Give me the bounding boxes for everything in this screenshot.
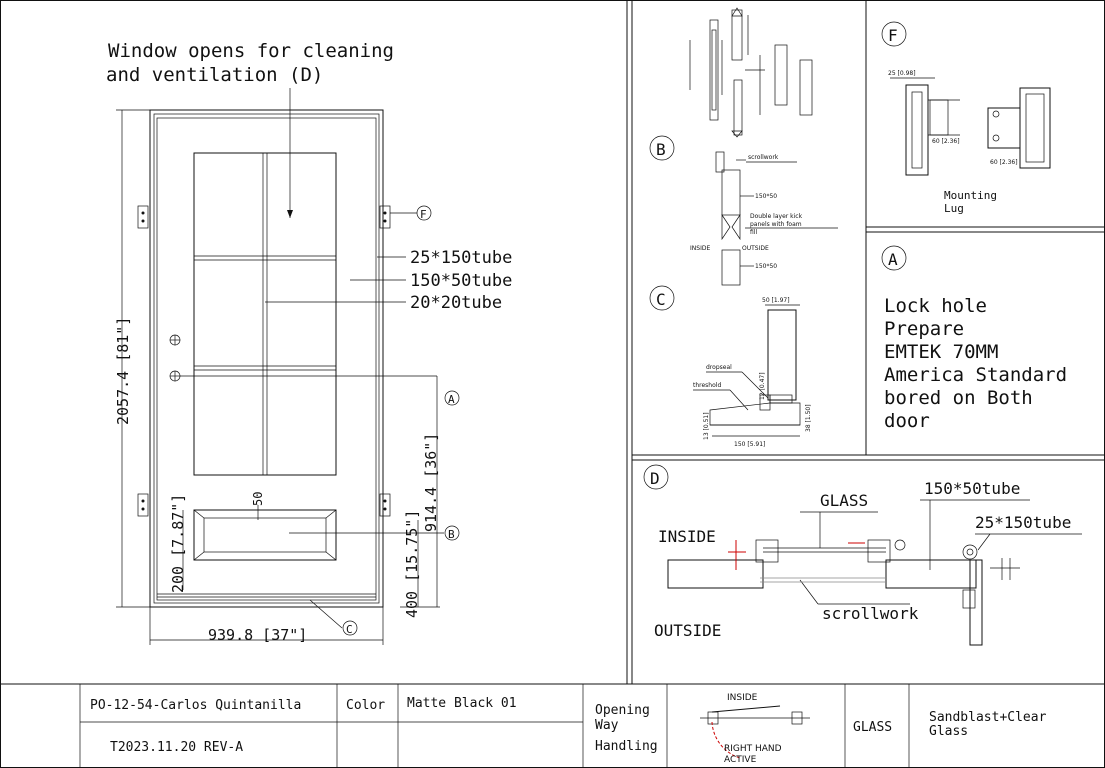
tag-f: F [420, 208, 427, 221]
detail-a-line-4: America Standard [884, 364, 1067, 386]
color-label: Color [346, 698, 385, 713]
detail-f-tag: F [888, 26, 898, 45]
dim-height: 2057.4 [81"] [114, 317, 132, 425]
tag-a: A [448, 393, 455, 406]
handing-right-hand: RIGHT HAND [724, 744, 782, 754]
detail-c-dim-150: 150 [5.91] [734, 441, 765, 448]
detail-b-scrollwork: scrollwork [748, 154, 779, 161]
detail-f-dim-25: 25 [0.98] [888, 70, 916, 77]
detail-b-tube: 150*50 [755, 193, 777, 200]
detail-f-dim-60b: 60 [2.36] [990, 159, 1018, 166]
dim-width: 939.8 [37"] [208, 626, 307, 644]
detail-a-line-2: Prepare [884, 318, 964, 340]
detail-b-inside: INSIDE [690, 245, 710, 252]
dim-panel-position: 400 [15.75"] [403, 510, 421, 618]
detail-b-kick-1: Double layer kick [750, 213, 803, 220]
detail-c-dim-13: 13 [0.51] [703, 412, 710, 440]
detail-b-tag: B [656, 140, 666, 159]
detail-d-scrollwork: scrollwork [822, 604, 919, 623]
detail-b-kick-3: fill [750, 229, 757, 236]
detail-d-tag: D [650, 469, 660, 488]
color-value: Matte Black 01 [407, 696, 517, 711]
window-callout-line2: and ventilation (D) [106, 64, 323, 86]
title-block: PO-12-54-Carlos Quintanilla T2023.11.20 … [79, 684, 1047, 768]
detail-d-outside: OUTSIDE [654, 621, 721, 640]
dim-50: 50 [251, 492, 265, 506]
tag-c: C [346, 623, 353, 636]
detail-d-inside: INSIDE [658, 527, 716, 546]
detail-d-tube-150x50: 150*50tube [924, 479, 1020, 498]
door-elevation: Window opens for cleaning and ventilatio… [106, 40, 512, 645]
detail-c-tag: C [656, 290, 666, 309]
window-callout-line1: Window opens for cleaning [108, 40, 394, 62]
detail-d-tube-25x150: 25*150tube [975, 513, 1071, 532]
revision: T2023.11.20 REV-A [110, 740, 243, 755]
detail-b: B scrollwork 150*50 Double layer kick pa… [649, 7, 838, 286]
dim-lock-height: 914.4 [36"] [422, 433, 440, 532]
handing-inside: INSIDE [727, 693, 758, 703]
tube-25x150: 25*150tube [410, 248, 512, 268]
detail-f-label-1: Mounting [944, 189, 997, 202]
detail-a: A Lock hole Prepare EMTEK 70MM America S… [881, 245, 1067, 432]
handing-active: ACTIVE [724, 755, 757, 765]
detail-c-dim-12: 12 [0.47] [759, 372, 766, 400]
tube-150x50: 150*50tube [410, 271, 512, 291]
opening-label-1: Opening [595, 703, 650, 718]
glass-value-1: Sandblast+Clear [929, 710, 1047, 725]
detail-c-dim-top: 50 [1.97] [762, 297, 790, 304]
dim-panel-height: 200 [7.87"] [169, 494, 187, 593]
detail-a-line-1: Lock hole [884, 295, 987, 317]
tag-b: B [448, 528, 455, 541]
detail-f-dim-60: 60 [2.36] [932, 138, 960, 145]
detail-a-line-5: bored on Both [884, 387, 1033, 409]
tube-20x20: 20*20tube [410, 293, 502, 313]
detail-a-tag: A [888, 250, 898, 269]
project-code: PO-12-54-Carlos Quintanilla [90, 698, 301, 713]
detail-b-outside: OUTSIDE [742, 245, 769, 252]
glass-value-2: Glass [929, 724, 968, 739]
detail-a-line-6: door [884, 410, 930, 432]
detail-b-kick-2: panels with foam [750, 221, 802, 228]
detail-a-line-3: EMTEK 70MM [884, 341, 998, 363]
glass-label: GLASS [853, 720, 892, 735]
detail-c-threshold: threshold [693, 382, 721, 389]
detail-c: C 50 [1.97] dropseal threshold 12 [0.47]… [649, 285, 812, 448]
opening-label-2: Way [595, 718, 619, 733]
detail-c-dropseal: dropseal [706, 364, 732, 371]
detail-b-tube-2: 150*50 [755, 263, 777, 270]
detail-c-dim-38: 38 [1.50] [805, 404, 812, 432]
detail-d-glass: GLASS [820, 491, 868, 510]
detail-f-label-2: Lug [944, 202, 964, 215]
detail-f: F 25 [0.98] 60 [2.36] 60 [2.36] Mounting… [881, 21, 1051, 215]
detail-d: D GLASS 150*50tube 25*150tube INSIDE OUT… [643, 464, 1082, 646]
opening-label-3: Handling [595, 739, 658, 754]
